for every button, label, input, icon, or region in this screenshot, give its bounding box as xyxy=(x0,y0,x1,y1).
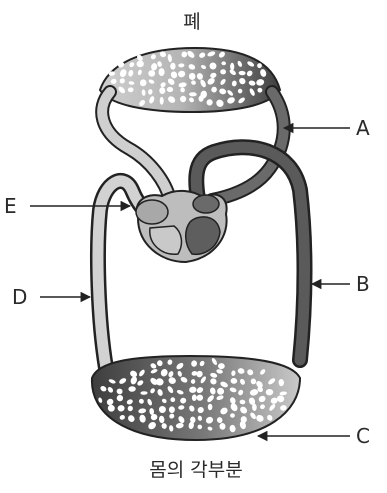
left-atrium xyxy=(193,195,219,213)
label-e: E xyxy=(4,194,17,218)
body-capillary-bed xyxy=(92,356,300,440)
capillary-cell xyxy=(159,68,165,76)
label-d: D xyxy=(12,285,27,309)
lung-capillary-bed xyxy=(100,48,280,112)
label-c-group: C xyxy=(258,424,370,448)
label-b-group: B xyxy=(312,272,370,296)
label-a: A xyxy=(356,116,370,140)
label-b: B xyxy=(356,272,370,296)
heart xyxy=(136,191,227,262)
label-c: C xyxy=(356,424,370,448)
body-label: 몸의 각부분 xyxy=(149,459,242,481)
right-atrium xyxy=(136,200,168,224)
label-a-group: A xyxy=(284,116,370,140)
lung-label: 폐 xyxy=(183,11,200,33)
label-d-group: D xyxy=(12,285,90,309)
